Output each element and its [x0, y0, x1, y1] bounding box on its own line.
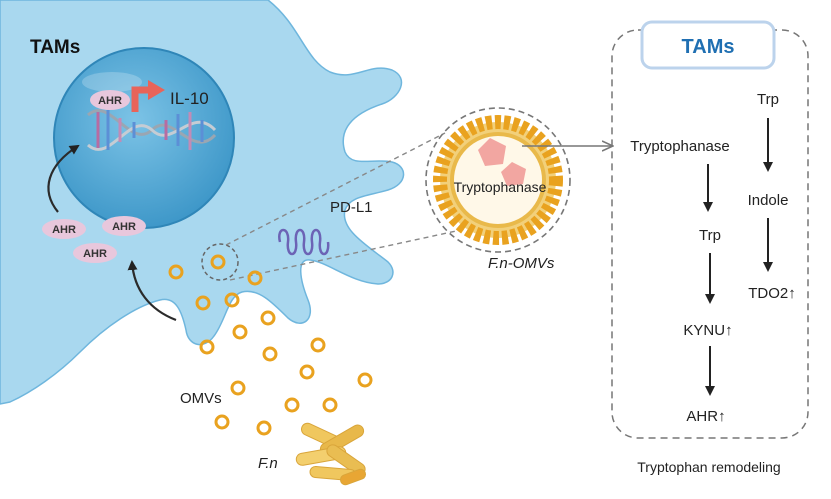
bacteria-cluster — [295, 422, 367, 486]
node-ahr: AHR↑ — [686, 408, 725, 425]
pdl1-receptor — [278, 228, 330, 256]
nucleus — [53, 47, 235, 229]
ahr-cytoplasm-3: AHR — [73, 243, 117, 263]
tams-cell-label: TAMs — [30, 37, 80, 58]
fn-label: F.n — [258, 455, 278, 472]
svg-text:AHR: AHR — [112, 221, 136, 233]
ahr-cytoplasm-2: AHR — [102, 216, 146, 236]
ahr-translocation-arrow — [47, 144, 80, 213]
enzyme-pentagon-2 — [501, 162, 526, 186]
panel-caption: Tryptophan remodeling — [637, 459, 780, 475]
node-trp-top: Trp — [757, 91, 779, 108]
pdl1-label: PD-L1 — [330, 199, 373, 216]
svg-text:AHR: AHR — [52, 224, 76, 236]
enzyme-pentagon-1 — [478, 138, 506, 166]
fn-omvs-label: F.n-OMVs — [488, 255, 555, 272]
omv-particles — [168, 254, 373, 436]
panel-header-label: TAMs — [682, 36, 735, 58]
svg-text:AHR: AHR — [98, 95, 122, 107]
dna-helix — [86, 109, 217, 151]
transcription-arrow-icon — [131, 86, 150, 112]
node-kynu: KYNU↑ — [683, 322, 732, 339]
svg-text:AHR: AHR — [83, 248, 107, 260]
il10-label: IL-10 — [170, 89, 209, 108]
node-trp-mid: Trp — [699, 227, 721, 244]
zoom-source-circle — [201, 243, 239, 281]
omv-zoom-circle — [425, 107, 571, 253]
panel-header-box — [640, 20, 776, 70]
pathway-arrows — [703, 118, 773, 396]
node-indole: Indole — [748, 192, 789, 209]
ahr-cytoplasm-1: AHR — [42, 219, 86, 239]
omv-uptake-arrow — [127, 260, 177, 322]
node-tryptophanase: Tryptophanase — [630, 138, 730, 155]
node-tdo2: TDO2↑ — [748, 285, 796, 302]
omvs-label: OMVs — [180, 390, 222, 407]
ahr-nuclear: AHR — [90, 90, 130, 110]
tryptophanase-omv-label: Tryptophanase — [454, 179, 547, 195]
